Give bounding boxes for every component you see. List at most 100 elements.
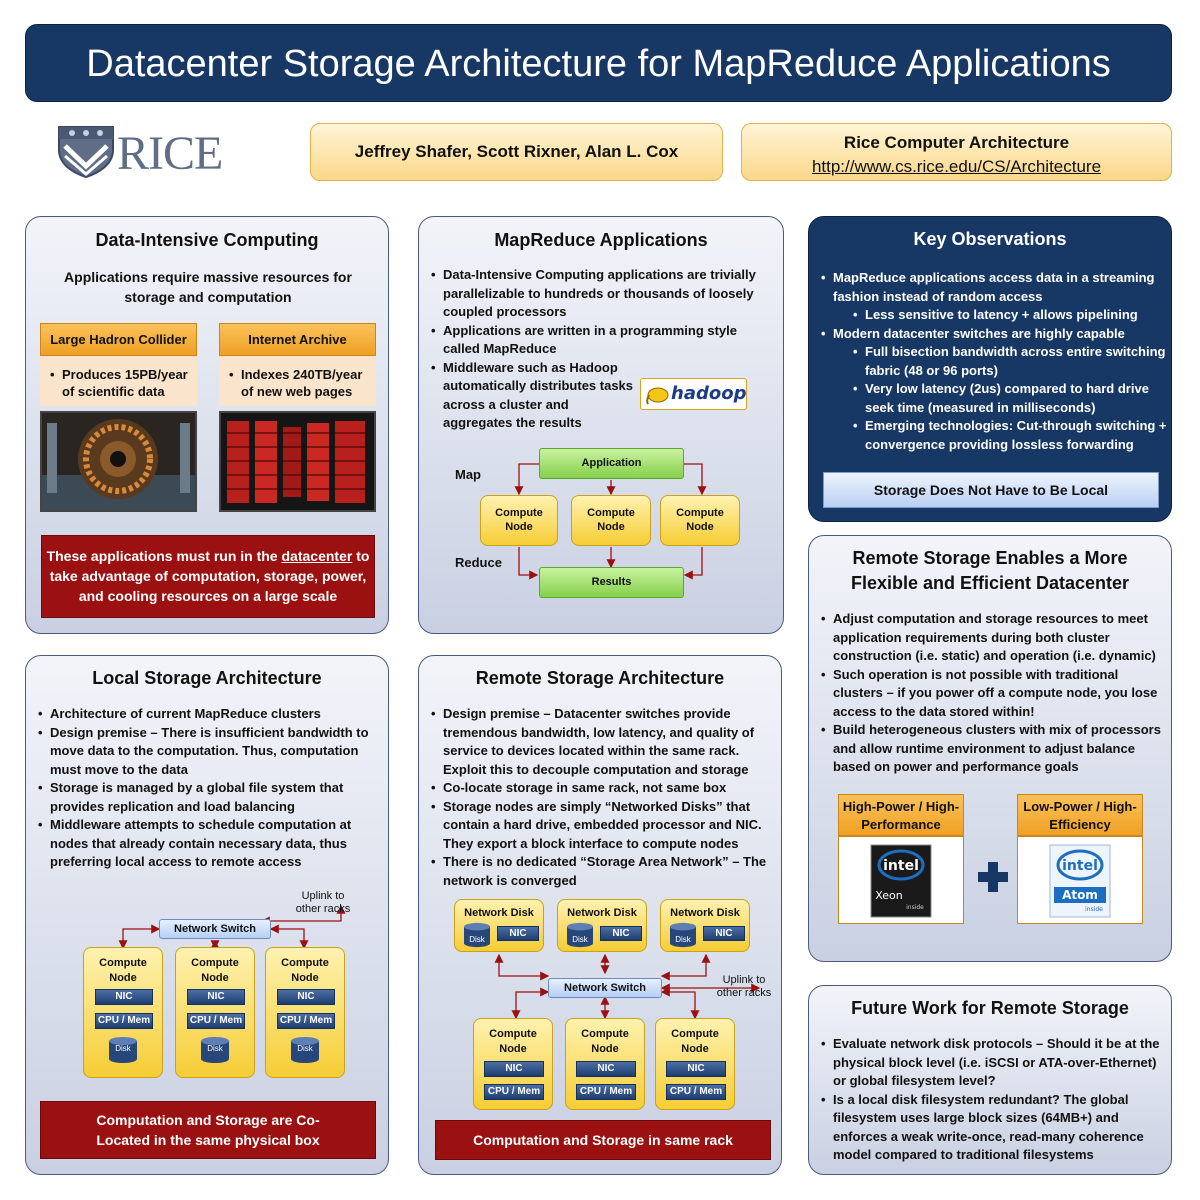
mr-bullet: Applications are written in a programmin… [431, 322, 775, 359]
disk-icon [201, 1037, 229, 1063]
nic-bar: NIC [277, 989, 335, 1005]
disk-icon [567, 922, 593, 948]
group-name: Rice Computer Architecture [843, 133, 1070, 152]
disk-label: Disk [207, 1044, 223, 1053]
node-title: Compute Node [281, 957, 329, 984]
node-title: Compute Node [581, 1028, 629, 1055]
cpu-bar: CPU / Mem [576, 1084, 636, 1100]
disk-label: Disk [297, 1044, 313, 1053]
nic-bar: NIC [187, 989, 245, 1005]
dic-note: These applications must run in the datac… [41, 535, 375, 618]
panel-local-storage: Local Storage Architecture Architecture … [25, 655, 389, 1175]
ko-subbullet: Less sensitive to latency + allows pipel… [853, 306, 1167, 325]
network-disk-title: Network Disk [464, 907, 534, 919]
disk-label: Disk [572, 935, 588, 944]
ia-bullet-text: Indexes 240TB/year of new web pages [229, 366, 368, 400]
panel-future-work: Future Work for Remote Storage Evaluate … [808, 985, 1172, 1175]
lsa-compute-node: Compute Node NIC CPU / Mem Disk [83, 947, 163, 1078]
lsa-bullet: Storage is managed by a global file syst… [38, 779, 384, 816]
reduce-label: Reduce [455, 555, 502, 570]
fw-bullets: Evaluate network disk protocols – Should… [815, 1035, 1167, 1165]
rsa-bullet: Storage nodes are simply “Networked Disk… [431, 798, 777, 854]
application-box: Application [539, 448, 684, 479]
disk-label: Disk [115, 1044, 131, 1053]
map-label: Map [455, 467, 481, 482]
rsa-network-switch: Network Switch [548, 978, 662, 998]
chip-brand: intel [1062, 858, 1098, 874]
chip-tag: inside [906, 904, 924, 911]
nic-bar: NIC [497, 926, 539, 941]
network-disk-title: Network Disk [670, 907, 740, 919]
lsa-link-arrows [118, 904, 346, 950]
elephant-icon [646, 387, 669, 405]
ko-conclusion: Storage Does Not Have to Be Local [823, 472, 1159, 508]
results-box: Results [539, 567, 684, 598]
lsa-bullet: Design premise – There is insufficient b… [38, 724, 384, 780]
panel-title: Remote Storage Architecture [475, 668, 725, 688]
panel-title: Future Work for Remote Storage [851, 998, 1129, 1018]
panel-remote-storage-enables: Remote Storage Enables a More Flexible a… [808, 535, 1172, 962]
rsa-compute-node: Compute Node NIC CPU / Mem [565, 1018, 645, 1110]
node-title: Compute Node [191, 957, 239, 984]
disk-icon [670, 922, 696, 948]
plus-icon [977, 861, 1009, 893]
nic-bar: NIC [666, 1061, 726, 1077]
cpu-bar: CPU / Mem [187, 1013, 245, 1029]
low-power-header: Low-Power / High-Efficiency [1017, 794, 1143, 836]
title-banner: Datacenter Storage Architecture for MapR… [25, 24, 1172, 102]
panel-title: Key Observations [913, 229, 1067, 249]
intel-xeon-logo-icon: intel Xeon inside [870, 844, 932, 918]
logo-text: RICE [117, 127, 223, 180]
panel-title: Local Storage Architecture [92, 668, 322, 688]
lhc-photo [40, 411, 197, 512]
ko-bullet: Modern datacenter switches are highly ca… [821, 325, 1167, 344]
nic-bar: NIC [576, 1061, 636, 1077]
cpu-bar: CPU / Mem [666, 1084, 726, 1100]
lsa-compute-node: Compute Node NIC CPU / Mem Disk [265, 947, 345, 1078]
ko-subbullet: Full bisection bandwidth across entire s… [853, 343, 1167, 380]
ia-photo [219, 411, 376, 512]
nic-bar: NIC [484, 1061, 544, 1077]
ia-bullet: Indexes 240TB/year of new web pages [219, 356, 376, 406]
disk-icon [464, 922, 490, 948]
network-disk: Network Disk Disk NIC [660, 899, 750, 952]
node-title: Compute Node [489, 1028, 537, 1055]
rsa-conclusion: Computation and Storage in same rack [435, 1120, 771, 1160]
lhc-header: Large Hadron Collider [40, 323, 197, 356]
authors: Jeffrey Shafer, Scott Rixner, Alan L. Co… [354, 142, 679, 161]
ko-subbullet: Emerging technologies: Cut-through switc… [853, 417, 1167, 454]
disk-icon [109, 1037, 137, 1063]
dic-intro: Applications require massive resources f… [64, 269, 352, 305]
fw-bullet: Is a local disk filesystem redundant? Th… [821, 1091, 1167, 1165]
dic-note-text: These applications must run in the [46, 548, 282, 564]
cpu-bar: CPU / Mem [277, 1013, 335, 1029]
panel-key-observations: Key Observations MapReduce applications … [808, 216, 1172, 522]
panel-title: Data-Intensive Computing [95, 230, 319, 250]
hadoop-logo-text: hadoop [671, 383, 747, 404]
cpu-bar: CPU / Mem [95, 1013, 153, 1029]
group-box: Rice Computer Architecture http://www.cs… [741, 123, 1172, 181]
node-title: Compute Node [671, 1028, 719, 1055]
nic-bar: NIC [600, 926, 642, 941]
high-power-header: High-Power / High-Performance [838, 794, 964, 836]
network-disk: Network Disk Disk NIC [454, 899, 544, 952]
group-link[interactable]: http://www.cs.rice.edu/CS/Architecture [811, 157, 1102, 176]
mr-bullet: Data-Intensive Computing applications ar… [431, 266, 775, 322]
atom-chip: intel Atom inside [1017, 836, 1143, 924]
rsa-bullets: Design premise – Datacenter switches pro… [425, 705, 777, 890]
network-disk: Network Disk Disk NIC [557, 899, 647, 952]
lsa-bullet: Middleware attempts to schedule computat… [38, 816, 384, 872]
intel-atom-logo-icon: intel Atom inside [1049, 844, 1111, 918]
rsa-link-arrows [494, 953, 761, 1020]
xeon-chip: intel Xeon inside [838, 836, 964, 924]
nic-bar: NIC [95, 989, 153, 1005]
rice-shield-icon [58, 126, 114, 179]
network-disk-title: Network Disk [567, 907, 637, 919]
chip-product: Xeon [875, 889, 903, 902]
rsa-compute-node: Compute Node NIC CPU / Mem [473, 1018, 553, 1110]
lsa-conclusion: Computation and Storage are Co-Located i… [40, 1101, 376, 1159]
compute-node: Compute Node [571, 495, 651, 546]
rse-bullets: Adjust computation and storage resources… [815, 610, 1167, 777]
compute-node: Compute Node [480, 495, 558, 546]
dic-note-link: datacenter [281, 548, 353, 564]
